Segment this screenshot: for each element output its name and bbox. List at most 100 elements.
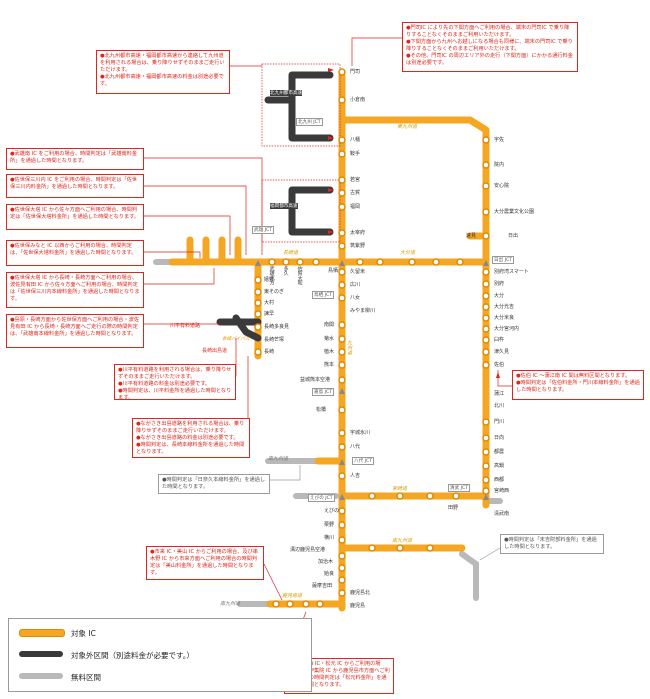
legend-swatch-separate (19, 651, 63, 657)
ic-label-dazaifu: 太宰府 (350, 230, 366, 236)
ic-label-kadogawa: 門川 (494, 419, 505, 425)
ic-label-oita-mitsuyoshi: 大分光吉 (494, 304, 515, 310)
ic-dot-miyazaki-nishi (482, 487, 490, 495)
ic-label-beppu: 別府 (494, 281, 505, 287)
ic-label-hirokawa: 広川 (350, 282, 361, 288)
note-urban-expressways: ●北九州都市高速・福岡都市高速から連絡して九州道を利用される場合は、乗り降りせず… (96, 50, 230, 94)
ic-label-taku: 多久 (282, 266, 289, 276)
ic-dot-fukuoka (338, 203, 346, 211)
ic-dot-tsuno (482, 448, 490, 456)
jct-triangle-kiyotake (483, 494, 489, 500)
arrow-saiki (496, 372, 500, 378)
ic-label-miyazaki-nishi: 宮崎西 (494, 488, 510, 494)
ic-label-wakamiya: 若宮 (350, 177, 361, 183)
ic-dot-higashi-sonogi (254, 288, 262, 296)
ic-label-satsuma-yoshida: 薩摩吉田 (312, 583, 333, 589)
jct-triangle-kashima (339, 388, 345, 394)
note-sasebo-minato: ●佐世保みなと IC 以西からご利用の場合、時間判定は、「佐世保大塔料金所」を通… (6, 240, 144, 266)
road-label-east-kyushu: 東九州道 (397, 124, 418, 130)
ic-dot-wakamiya (338, 176, 346, 184)
jct-triangle-tosu (339, 260, 345, 266)
arrow-kitakyushu-2 (328, 136, 334, 140)
jct-triangle-yatsushiro (339, 459, 345, 465)
ic-label-isahaya: 諫早 (264, 311, 275, 317)
ic-dot-nagasaki (254, 348, 262, 356)
ic-dot-nankan (338, 321, 346, 329)
ic-dot-soo (396, 544, 404, 552)
ic-dot-yufuin (456, 258, 464, 266)
ic-label-usuki: 臼杵 (494, 337, 505, 343)
ic-label-ajimu: 安心院 (494, 183, 510, 189)
ic-label-yame: 八女 (350, 295, 361, 301)
ic-label-mashiki: 益城熊本空港 (300, 377, 331, 383)
ic-label-oita-mera: 大分米良 (494, 315, 515, 321)
ic-label-miyama-yanagawa: みやま柳川 (350, 308, 376, 314)
direction-arrows (328, 68, 500, 378)
legend-label-target: 対象 IC (71, 629, 96, 638)
note-hinagu: ●時間判定は「日奈久本線料金所」を通過した時間となります。 (158, 474, 270, 494)
ic-label-saga-yamato: 佐賀大和 (296, 266, 303, 285)
ic-label-kikusui: 菊水 (324, 336, 335, 342)
ic-dot-ijuin (302, 600, 310, 608)
ic-dot-matsumoto (316, 600, 324, 608)
ic-label-higashi-sonogi: 東そのぎ (264, 289, 285, 295)
jct-triangle-ebino (339, 494, 345, 500)
ic-dot-yamanokuchi (426, 492, 434, 500)
ic-dot-oita-nogyo (482, 208, 490, 216)
note-hasami-arita: ●佐世保大塔 IC から長崎・長崎方面へご利用の場合、波佐見有田 IC から佐々… (6, 272, 144, 308)
legend-label-free: 無料区間 (71, 673, 101, 682)
ic-label-kurino: 栗野 (324, 522, 335, 528)
ic-dot-hiji (482, 232, 490, 240)
ic-dot-miyama (286, 600, 294, 608)
ic-dot-kajiki (338, 552, 346, 560)
jct-label-kitakyushu: 北九州 JCT (296, 118, 323, 126)
ic-dot-kusu (432, 258, 440, 266)
road-label-oita: 大分道 (400, 250, 416, 256)
ic-dot-oita-miyakawachi (482, 325, 490, 333)
ic-dot-saiki (482, 361, 490, 369)
jct-label-kiyotake: 清武 JCT (448, 484, 471, 492)
ic-dot-usa (482, 136, 490, 144)
note-saiki-kamae: ●佐伯 IC ～蒲江南 IC 間は無料区間となります。 ●時間判定は「佐伯料金所… (512, 370, 644, 400)
ic-dot-oita-mera (482, 314, 490, 322)
ic-dot-moji (338, 68, 346, 76)
ic-dot-isahaya (254, 310, 262, 318)
ic-dot-usuki (482, 336, 490, 344)
road-label-fukuoka-urban: 福岡都市高速 (270, 203, 298, 209)
legend: 対象 IC 対象外区間（別途料金が必要です。） 無料区間 (8, 618, 312, 692)
road-label-nagasaki-bypass: 長崎バイパス (222, 337, 250, 342)
free-section-hayato (459, 551, 479, 601)
jct-markers (255, 260, 489, 500)
ic-label-yatsushiro: 八代 (350, 444, 361, 450)
ic-label-kitagawa: 北川 (494, 403, 505, 409)
note-sueyoshi-takarabe: ●時間判定は「末吉財部料金所」を通過した時間となります。 (500, 534, 604, 554)
ic-label-ujo-hikawa: 宇城氷川 (350, 430, 371, 436)
ic-dot-yahata (338, 136, 346, 144)
ic-dot-yame (338, 294, 346, 302)
ic-label-fukuoka: 福岡 (350, 204, 361, 210)
ic-dot-kokura (338, 96, 346, 104)
jct-label-yatsushiro: 八代 JCT (352, 457, 375, 465)
ic-label-oita-nogyo: 大分農業文化公園 (494, 209, 535, 215)
jct-label-tosu: 鳥栖 JCT (312, 291, 335, 299)
kitakyushu-area-box (261, 63, 341, 147)
ic-label-takanabe: 高鍋 (494, 463, 505, 469)
ic-dot-hita (408, 258, 416, 266)
note-kawahira: ●川平有料道路を利用される場合は、乗り降りせずそのままご走行いただけます。 ●川… (114, 364, 236, 401)
ic-dot-dazaifu (338, 229, 346, 237)
ic-label-saiki: 佐伯 (494, 362, 505, 368)
ic-label-tosu: 鳥栖 (328, 268, 339, 274)
ic-dot-beppu (482, 280, 490, 288)
road-label-yatsushiro-free: 南九州道 (268, 456, 289, 462)
road-label-south-kyushu: 南九州道 (392, 538, 413, 544)
fukuoka-urban-expressway (288, 186, 334, 236)
ic-label-matsubase: 松橋 (316, 407, 327, 413)
ic-dot-amagi (356, 258, 364, 266)
ic-dot-saito (482, 476, 490, 484)
ic-label-koga: 古賀 (350, 190, 361, 196)
jct-label-hiji: 日出 JCT (492, 256, 515, 264)
note-sasebo-daito: ●佐世保大塔 IC から佐々方面へご利用の場合、時間判定は「佐世保大塔料金所」を… (6, 204, 144, 230)
arrow-kitakyushu-1 (328, 68, 334, 72)
ic-label-mizobe: 溝辺鹿児島空港 (290, 547, 326, 553)
ic-label-yahata: 八幡 (350, 137, 361, 143)
